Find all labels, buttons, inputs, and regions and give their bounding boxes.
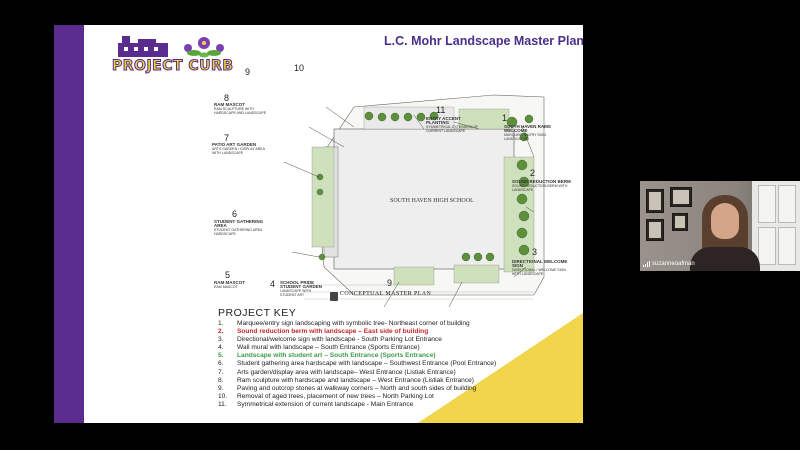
plan-note-text: ARTS GARDEN / DISPLAY AREA WITH LANDSCAP… — [212, 147, 265, 155]
plan-note-text: MARQUEE / ENTRY SIGN LANDSCAPING — [504, 133, 546, 141]
plan-note-title: RAM MASCOT — [214, 102, 245, 107]
callout-number: 7 — [224, 133, 230, 143]
plan-note-title: PATIO ART GARDEN — [212, 142, 257, 147]
callout-number: 10 — [294, 63, 305, 73]
picture-frame — [646, 189, 664, 213]
picture-frame — [646, 219, 664, 241]
picture-frame — [670, 187, 692, 207]
plan-note: ENTRY ACCENT PLANTING SYMMETRICAL EXTENS… — [426, 116, 482, 133]
shared-slide: PROJECT CURB L.C. Mohr Landscape Master … — [54, 25, 583, 423]
plan-note: SOUND REDUCTION BERM SOUND REDUCTION BER… — [512, 179, 572, 192]
participant-name: suzanneoafman — [652, 261, 695, 267]
plan-note: DIRECTIONAL WELCOME SIGN DIRECTIONAL / W… — [512, 259, 572, 276]
plan-note-text: SYMMETRICAL EXTENSION OF CURRENT LANDSCA… — [426, 125, 479, 133]
key-item: 6.Student gathering area hardscape with … — [218, 360, 497, 368]
callout-number: 5 — [225, 270, 231, 280]
plan-note-text: RAM MASCOT — [214, 285, 238, 289]
slide-accent-bar — [54, 25, 84, 423]
callout-number: 2 — [530, 168, 536, 178]
plan-note-text: DIRECTIONAL / WELCOME SIGN WITH LANDSCAP… — [512, 268, 566, 276]
slide-title: L.C. Mohr Landscape Master Plan — [384, 34, 583, 48]
plan-note-title: ENTRY ACCENT PLANTING — [426, 116, 461, 125]
callout-number: 6 — [232, 209, 238, 219]
key-item: 10.Removal of aged trees, placement of n… — [218, 392, 434, 400]
plan-note-title: STUDENT GATHERING AREA — [214, 219, 264, 228]
plan-note: SCHOOL PRIDE STUDENT GARDEN LANDSCAPE WI… — [280, 280, 328, 297]
site-plan-drawing: SOUTH HAVEN HIGH SCHOOL — [283, 94, 545, 308]
building-label: SOUTH HAVEN HIGH SCHOOL — [390, 198, 474, 204]
plan-note-text: STUDENT GATHERING AREA HARDSCAPE — [214, 228, 263, 236]
plan-note-text: LANDSCAPE WITH STUDENT ART — [280, 289, 312, 297]
seal-icon — [330, 292, 338, 301]
project-key-list: 1.Marquee/entry sign landscaping with sy… — [218, 320, 496, 409]
project-key-title: PROJECT KEY — [218, 307, 297, 319]
participant-name-tag: suzanneoafman — [643, 260, 695, 268]
participant-face — [711, 203, 739, 239]
callout-number: 1 — [502, 113, 508, 123]
key-item: 2.Sound reduction berm with landscape – … — [218, 328, 429, 336]
callout-number: 8 — [224, 93, 230, 103]
project-curb-logo: PROJECT CURB — [112, 31, 242, 77]
key-item: 9.Paving and outcrop stones at walkway c… — [218, 384, 477, 392]
logo-graphic — [118, 36, 224, 58]
key-item: 1.Marquee/entry sign landscaping with sy… — [218, 320, 470, 327]
plan-caption: CONCEPTUAL MASTER PLAN — [340, 291, 432, 297]
callout-number: 9 — [245, 67, 251, 77]
callout-number: 11 — [436, 105, 446, 115]
signal-bars-icon — [643, 261, 650, 267]
plan-note: SOUTH HAVEN RAMS WELCOME MARQUEE / ENTRY… — [504, 124, 564, 141]
key-item: 7.Arts garden/display area with landscap… — [218, 368, 456, 376]
key-item: 5.Landscape with student art – South Ent… — [218, 352, 436, 360]
slide-yellow-wedge — [418, 313, 583, 423]
plan-note: STUDENT GATHERING AREA STUDENT GATHERING… — [214, 219, 274, 236]
plan-note-text: SOUND REDUCTION BERM WITH LANDSCAPE — [512, 184, 568, 192]
callout-number: 4 — [270, 279, 276, 289]
plan-note-text: RAM SCULPTURE WITH HARDSCAPE AND LANDSCA… — [214, 107, 267, 115]
participant-body — [690, 247, 760, 271]
plan-note: RAM MASCOT RAM MASCOT — [214, 280, 254, 289]
plan-note-title: RAM MASCOT — [214, 280, 245, 285]
plan-note: PATIO ART GARDEN ARTS GARDEN / DISPLAY A… — [212, 142, 272, 155]
callout-number: 9 — [387, 278, 393, 288]
logo-text: PROJECT CURB — [112, 58, 234, 75]
participant-video-tile[interactable]: suzanneoafman — [640, 181, 800, 271]
key-item: 11.Symmetrical extension of current land… — [218, 400, 414, 408]
callout-number: 3 — [532, 247, 538, 257]
plan-note-title: SOUTH HAVEN RAMS WELCOME — [504, 124, 551, 133]
plan-note-title: SOUND REDUCTION BERM — [512, 179, 571, 184]
plan-note: RAM MASCOT RAM SCULPTURE WITH HARDSCAPE … — [214, 102, 274, 115]
key-item: 8.Ram sculpture with hardscape and lands… — [218, 376, 475, 384]
key-item: 3.Directional/welcome sign with landscap… — [218, 336, 442, 344]
picture-frame — [672, 213, 688, 231]
plan-note-title: SCHOOL PRIDE STUDENT GARDEN — [280, 280, 323, 289]
window — [752, 181, 800, 271]
key-item: 4.Wall mural with landscape – South Entr… — [218, 344, 420, 352]
plan-note-title: DIRECTIONAL WELCOME SIGN — [512, 259, 568, 268]
